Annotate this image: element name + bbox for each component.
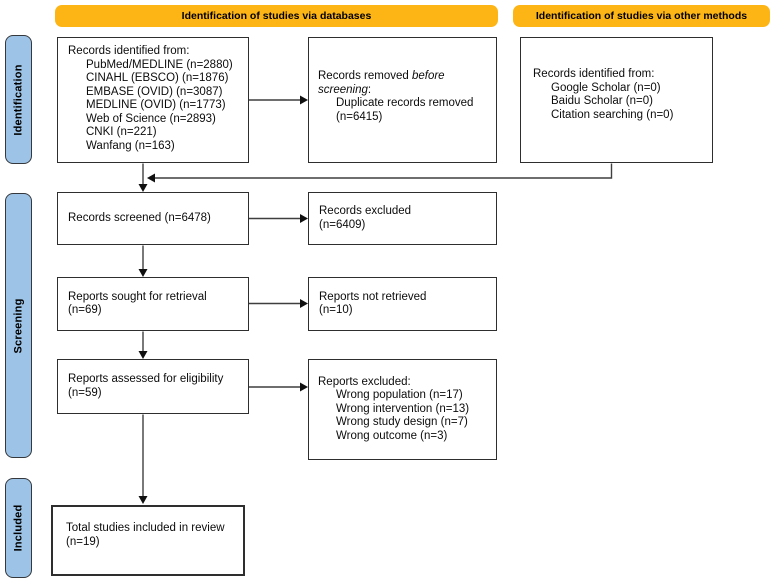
box-line: Records excluded (319, 205, 412, 217)
box-reports-assessed-for-eligibility: Reports assessed for eligibility(n=59) (57, 359, 249, 414)
box-line: (n=6409) (319, 218, 366, 231)
header-identification-other-methods: Identification of studies via other meth… (513, 5, 770, 27)
stage-label-identification: Identification (12, 63, 25, 136)
arrowhead-identified-down (138, 184, 148, 192)
box-line: Records identified from: (533, 68, 655, 80)
box-line: (n=19) (66, 535, 100, 548)
box-line: Reports not retrieved (319, 290, 427, 303)
box-line: Baidu Scholar (n=0) (551, 95, 653, 107)
box-records-identified-databases: Records identified from:PubMed/MEDLINE (… (57, 37, 249, 163)
stage-bar-included: Included (5, 478, 32, 578)
arrowhead-sought-down (138, 351, 148, 359)
stage-bar-identification: Identification (5, 35, 32, 164)
box-reports-not-retrieved: Reports not retrieved(n=10) (308, 277, 497, 331)
box-line: Citation searching (n=0) (551, 108, 674, 121)
box-records-excluded: Records excluded(n=6409) (308, 192, 497, 245)
box-line: CNKI (n=221) (86, 126, 157, 138)
stage-bar-screening: Screening (5, 193, 32, 458)
arrowhead-screened-to-excluded (300, 214, 308, 223)
box-line: Wrong study design (n=7) (336, 416, 468, 429)
box-line: PubMed/MEDLINE (n=2880) (86, 58, 233, 71)
stage-label-included: Included (12, 504, 25, 552)
box-line: MEDLINE (OVID) (n=1773) (86, 99, 226, 111)
box-reports-excluded: Reports excluded:Wrong population (n=17)… (308, 359, 497, 460)
box-line: Records identified from: (68, 45, 190, 57)
box-records-screened: Records screened (n=6478) (57, 192, 249, 245)
box-line: Total studies included in review (66, 522, 225, 534)
arrowhead-identified-to-removed (300, 95, 308, 105)
box-line: (n=59) (68, 386, 102, 399)
box-line: Web of Science (n=2893) (86, 112, 216, 125)
stage-label-screening: Screening (12, 298, 25, 353)
box-line: Reports assessed for eligibility (68, 373, 224, 385)
box-line: screening: (318, 83, 372, 96)
box-line: Reports sought for retrieval (68, 290, 207, 303)
arrowhead-sought-to-not-retrieved (300, 299, 308, 308)
arrowhead-other-methods-left (147, 173, 155, 183)
box-line: CINAHL (EBSCO) (n=1876) (86, 72, 229, 84)
box-line: (n=10) (319, 304, 353, 316)
box-line: Google Scholar (n=0) (551, 81, 661, 94)
header-identification-databases: Identification of studies via databases (55, 5, 498, 27)
box-line: Wrong population (n=17) (336, 389, 463, 402)
box-records-identified-other-methods: Records identified from:Google Scholar (… (520, 37, 713, 163)
box-total-studies-included: Total studies included in review(n=19) (51, 505, 245, 576)
box-line: Wrong outcome (n=3) (336, 429, 448, 442)
box-line: Wrong intervention (n=13) (336, 402, 470, 415)
arrowhead-assessed-down (138, 496, 148, 504)
box-line: Wanfang (n=163) (86, 139, 175, 152)
box-reports-sought-for-retrieval: Reports sought for retrieval(n=69) (57, 277, 249, 331)
box-line: (n=69) (68, 304, 102, 316)
box-line: Duplicate records removed (336, 97, 474, 109)
box-line: Records screened (n=6478) (68, 211, 211, 224)
box-line: EMBASE (OVID) (n=3087) (86, 85, 223, 98)
box-line: Reports excluded: (318, 375, 411, 388)
arrow-line-other-methods-elbow (155, 163, 613, 179)
box-line: Records removed before (318, 70, 445, 82)
arrowhead-assessed-to-excluded (300, 382, 308, 392)
arrowhead-screened-down (138, 269, 148, 277)
box-line: (n=6415) (336, 110, 383, 123)
